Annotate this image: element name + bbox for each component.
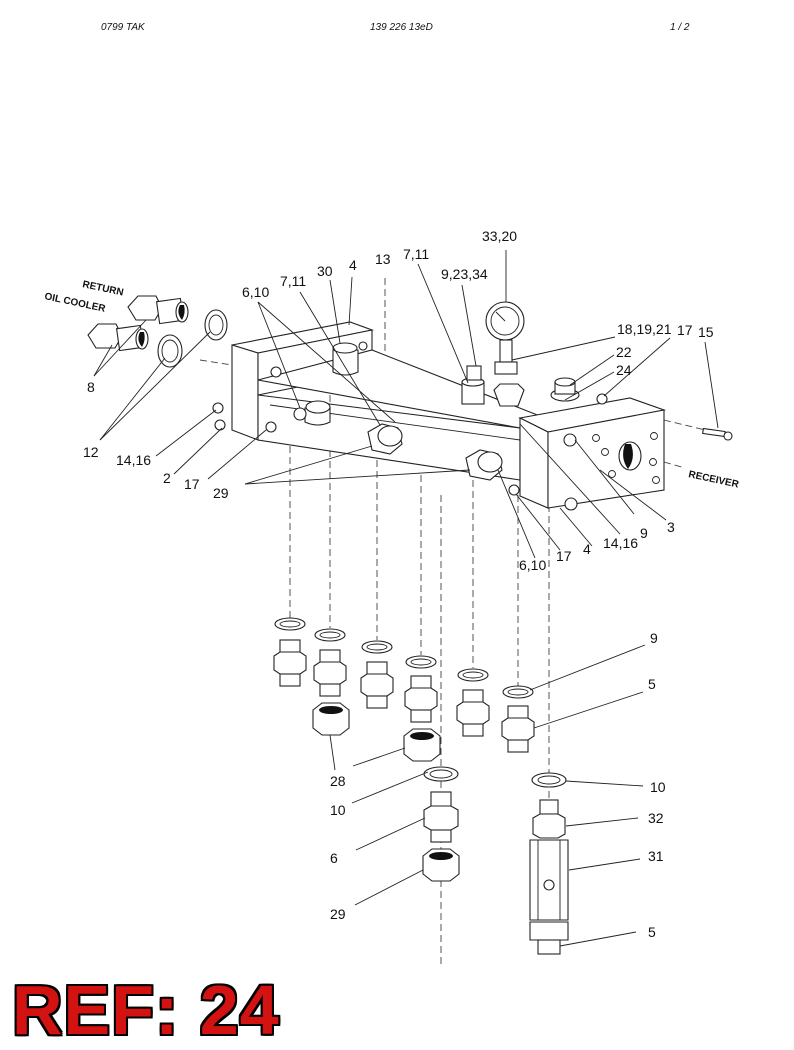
callout-label: 4 <box>349 257 357 273</box>
callout-label: 4 <box>583 541 591 557</box>
callout-label: 9 <box>640 525 648 541</box>
callout-label: 33,20 <box>482 228 517 244</box>
assembly-axis-lines <box>199 278 706 965</box>
leader-lines <box>93 250 719 947</box>
header-left: 0799 TAK <box>101 22 145 33</box>
callout-label: 14,16 <box>603 535 638 551</box>
return-oil-cooler-fittings <box>87 295 228 431</box>
tag-return: RETURN <box>81 279 124 298</box>
callout-label: 10 <box>330 802 346 818</box>
callout-label: 6 <box>330 850 338 866</box>
callout-label: 3 <box>667 519 675 535</box>
header-center: 139 226 13eD <box>370 22 433 33</box>
callout-label: 29 <box>330 906 346 922</box>
callout-label: 7,11 <box>280 273 306 289</box>
adapter <box>404 675 438 723</box>
callout-label: 22 <box>616 344 632 360</box>
callout-label: 24 <box>616 362 632 378</box>
tag-receiver: RECEIVER <box>687 469 740 491</box>
callout-label: 5 <box>648 676 656 692</box>
adapter <box>313 649 347 697</box>
callout-label: 17 <box>677 322 693 338</box>
adapter <box>501 705 535 753</box>
callout-label: 17 <box>184 476 200 492</box>
callout-label: 30 <box>317 263 333 279</box>
exploded-fittings <box>273 617 569 955</box>
callout-label: 17 <box>556 548 572 564</box>
callout-label: 15 <box>698 324 714 340</box>
callout-label: 6,10 <box>242 284 269 300</box>
adapter <box>273 639 307 687</box>
callout-label: 5 <box>648 924 656 940</box>
adapter <box>456 689 490 737</box>
callout-label: 2 <box>163 470 171 486</box>
callout-label: 8 <box>87 379 95 395</box>
header-right: 1 / 2 <box>670 22 690 33</box>
callout-label: 9 <box>650 630 658 646</box>
tag-oil-cooler: OIL COOLER <box>43 291 107 315</box>
callout-label: 13 <box>375 251 391 267</box>
callout-label: 32 <box>648 810 664 826</box>
callout-label: 14,16 <box>116 452 151 468</box>
callout-labels: 33,20 9,23,34 7,11 13 4 30 7,11 6,10 18,… <box>83 228 714 940</box>
ref-number: REF: 24 <box>12 971 280 1049</box>
callout-label: 9,23,34 <box>441 266 488 282</box>
callout-label: 10 <box>650 779 666 795</box>
callout-label: 6,10 <box>519 557 546 573</box>
callout-label: 28 <box>330 773 346 789</box>
callout-label: 7,11 <box>403 246 429 262</box>
callout-label: 18,19,21 <box>617 321 672 337</box>
callout-label: 12 <box>83 444 99 460</box>
callout-label: 31 <box>648 848 664 864</box>
manifold-block <box>231 301 733 511</box>
adapter <box>360 661 394 709</box>
callout-label: 29 <box>213 485 229 501</box>
